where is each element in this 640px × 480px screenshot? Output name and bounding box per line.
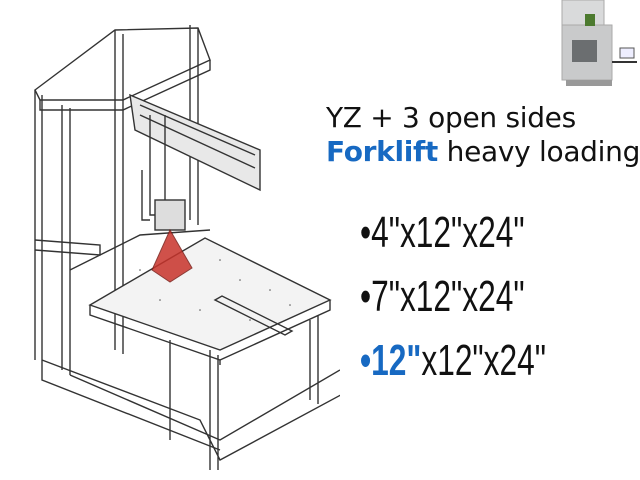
headline-line2: Forklift heavy loading bbox=[326, 135, 640, 168]
size-option-1: •4"x12"x24" bbox=[360, 208, 525, 258]
size-text: x12"x24" bbox=[421, 336, 547, 385]
size-highlight: 12" bbox=[371, 336, 422, 385]
bullet: • bbox=[360, 272, 372, 321]
size-text: 7"x12"x24" bbox=[371, 272, 525, 321]
machine-frame-drawing bbox=[34, 25, 340, 470]
size-text: 4"x12"x24" bbox=[371, 208, 525, 257]
machine-photo bbox=[561, 0, 637, 86]
bullet: • bbox=[360, 208, 372, 257]
headline-line2-rest: heavy loading bbox=[438, 135, 640, 168]
bullet: • bbox=[360, 336, 372, 385]
forklift-highlight: Forklift bbox=[326, 135, 439, 168]
laser-cone bbox=[151, 228, 193, 283]
size-option-3: •12"x12"x24" bbox=[360, 336, 546, 386]
size-option-2: •7"x12"x24" bbox=[360, 272, 525, 322]
headline-line1: YZ + 3 open sides bbox=[326, 101, 576, 134]
